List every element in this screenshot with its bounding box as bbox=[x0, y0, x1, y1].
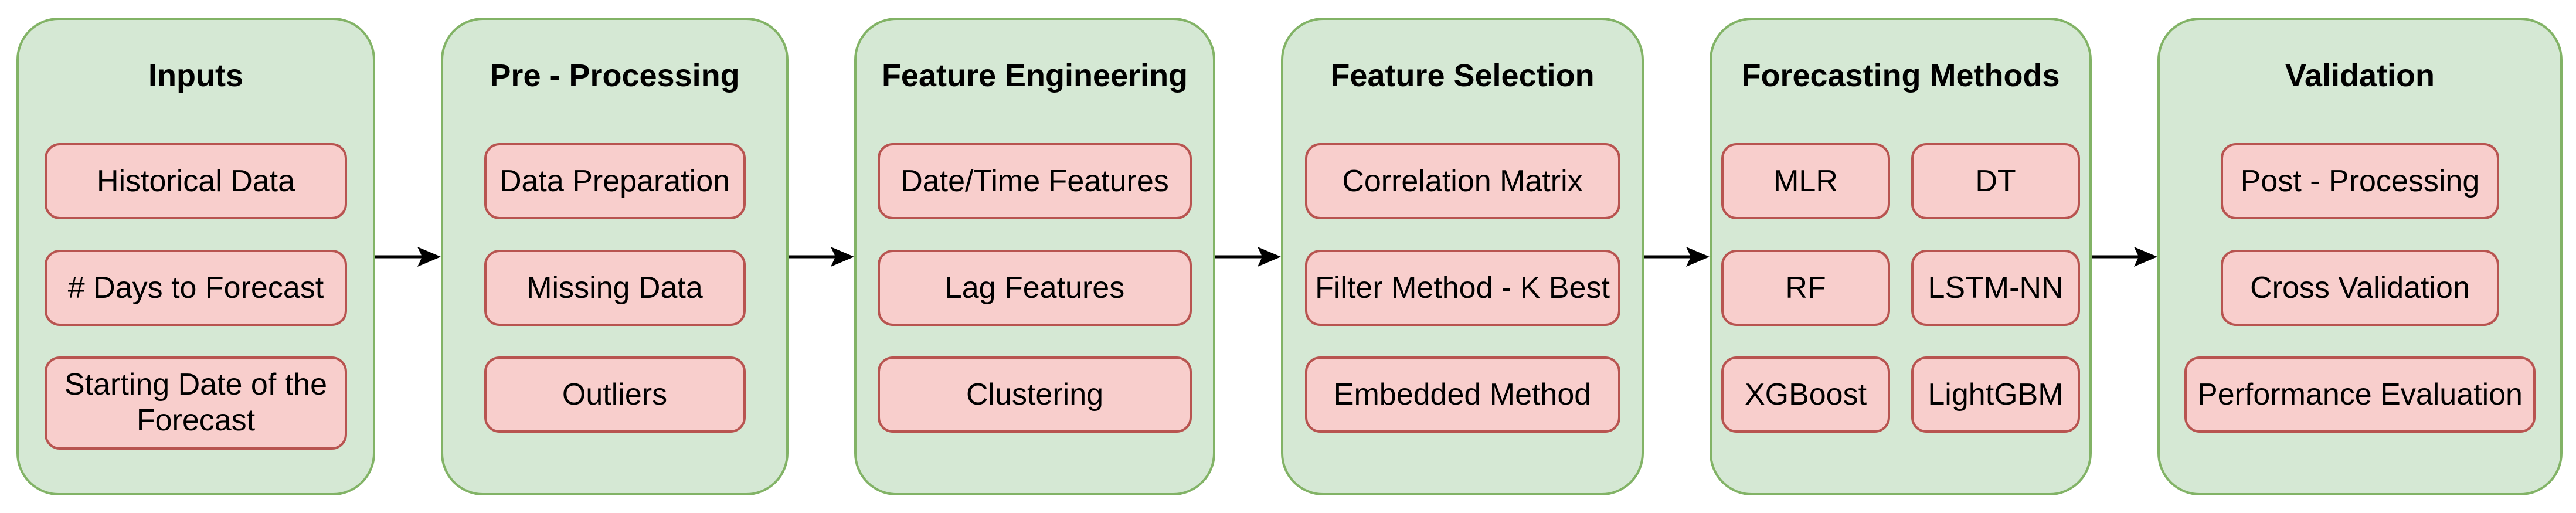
stage-item-label: Data Preparation bbox=[499, 164, 730, 198]
stage-title: Inputs bbox=[148, 58, 243, 93]
stage-item-label: Missing Data bbox=[526, 271, 703, 305]
flow-connector-4 bbox=[1644, 245, 1710, 269]
stage-panel-inputs: Inputs Historical Data # Days to Forecas… bbox=[16, 18, 375, 495]
stage-item-mlr: MLR bbox=[1721, 143, 1890, 219]
stage-item-lightgbm: LightGBM bbox=[1911, 356, 2080, 433]
arrow-right-icon bbox=[789, 246, 854, 267]
stage-item-data-preparation: Data Preparation bbox=[484, 143, 746, 219]
stage-item-label: Starting Date of the Forecast bbox=[64, 368, 328, 438]
stage-item-label: LightGBM bbox=[1928, 378, 2064, 412]
stage-item-label: Correlation Matrix bbox=[1342, 164, 1583, 198]
stage-item-label: Performance Evaluation bbox=[2197, 378, 2523, 412]
stage-item-label: Post - Processing bbox=[2240, 164, 2480, 198]
flow-connector-3 bbox=[1215, 245, 1281, 269]
stage-item-label: Clustering bbox=[966, 378, 1104, 412]
stage-item-label: LSTM-NN bbox=[1928, 271, 2064, 305]
stage-item-label: RF bbox=[1785, 271, 1826, 305]
stage-items: Date/Time Features Lag Features Clusteri… bbox=[857, 143, 1213, 433]
stage-item-days-to-forecast: # Days to Forecast bbox=[45, 250, 347, 326]
stage-title: Validation bbox=[2285, 58, 2435, 93]
stage-item-historical-data: Historical Data bbox=[45, 143, 347, 219]
stage-item-label: Cross Validation bbox=[2250, 271, 2470, 305]
stage-item-label: Outliers bbox=[562, 378, 668, 412]
stage-item-performance-evaluation: Performance Evaluation bbox=[2184, 356, 2536, 433]
stage-item-date-time-features: Date/Time Features bbox=[878, 143, 1192, 219]
stage-title: Forecasting Methods bbox=[1741, 58, 2060, 93]
arrow-right-icon bbox=[375, 246, 441, 267]
stage-title: Feature Selection bbox=[1330, 58, 1595, 93]
stage-item-label: DT bbox=[1975, 164, 2016, 198]
stage-item-label: Filter Method - K Best bbox=[1315, 271, 1610, 305]
stage-item-embedded-method: Embedded Method bbox=[1304, 356, 1620, 433]
stage-item-label: Date/Time Features bbox=[900, 164, 1169, 198]
stage-item-outliers: Outliers bbox=[484, 356, 746, 433]
stage-item-label: # Days to Forecast bbox=[67, 271, 324, 305]
stage-item-label: Historical Data bbox=[96, 164, 295, 198]
stage-item-post-processing: Post - Processing bbox=[2221, 143, 2499, 219]
stage-item-lstm-nn: LSTM-NN bbox=[1911, 250, 2080, 326]
stage-panel-validation: Validation Post - Processing Cross Valid… bbox=[2157, 18, 2563, 495]
arrow-right-icon bbox=[1644, 246, 1710, 267]
stage-panel-feature-selection: Feature Selection Correlation Matrix Fil… bbox=[1281, 18, 1644, 495]
flow-connector-2 bbox=[789, 245, 854, 269]
stage-title: Pre - Processing bbox=[490, 58, 740, 93]
flow-connector-5 bbox=[2092, 245, 2157, 269]
stage-items: MLR DT RF LSTM-NN XGBoost LightGBM bbox=[1712, 143, 2089, 433]
stage-item-missing-data: Missing Data bbox=[484, 250, 746, 326]
stage-item-correlation-matrix: Correlation Matrix bbox=[1304, 143, 1620, 219]
flow-connector-1 bbox=[375, 245, 441, 269]
stage-items: Post - Processing Cross Validation Perfo… bbox=[2160, 143, 2560, 433]
stage-item-label: XGBoost bbox=[1744, 378, 1867, 412]
arrow-right-icon bbox=[2092, 246, 2157, 267]
stage-panel-feature-engineering: Feature Engineering Date/Time Features L… bbox=[854, 18, 1215, 495]
stage-items: Historical Data # Days to Forecast Start… bbox=[19, 143, 373, 450]
stage-item-dt: DT bbox=[1911, 143, 2080, 219]
arrow-right-icon bbox=[1215, 246, 1281, 267]
stage-item-label: Lag Features bbox=[944, 271, 1125, 305]
stage-items: Data Preparation Missing Data Outliers bbox=[443, 143, 786, 433]
stage-title: Feature Engineering bbox=[881, 58, 1188, 93]
stage-item-label: Embedded Method bbox=[1333, 378, 1592, 412]
stage-item-filter-method-k-best: Filter Method - K Best bbox=[1304, 250, 1620, 326]
stage-panel-forecasting-methods: Forecasting Methods MLR DT RF LSTM-NN XG… bbox=[1710, 18, 2092, 495]
stage-item-cross-validation: Cross Validation bbox=[2221, 250, 2499, 326]
stage-item-label: MLR bbox=[1773, 164, 1838, 198]
stage-item-lag-features: Lag Features bbox=[878, 250, 1192, 326]
stage-item-clustering: Clustering bbox=[878, 356, 1192, 433]
stage-item-rf: RF bbox=[1721, 250, 1890, 326]
stage-items: Correlation Matrix Filter Method - K Bes… bbox=[1283, 143, 1642, 433]
stage-item-xgboost: XGBoost bbox=[1721, 356, 1890, 433]
stage-item-starting-date-of-the-forecast: Starting Date of the Forecast bbox=[45, 356, 347, 450]
stage-panel-pre-processing: Pre - Processing Data Preparation Missin… bbox=[441, 18, 789, 495]
